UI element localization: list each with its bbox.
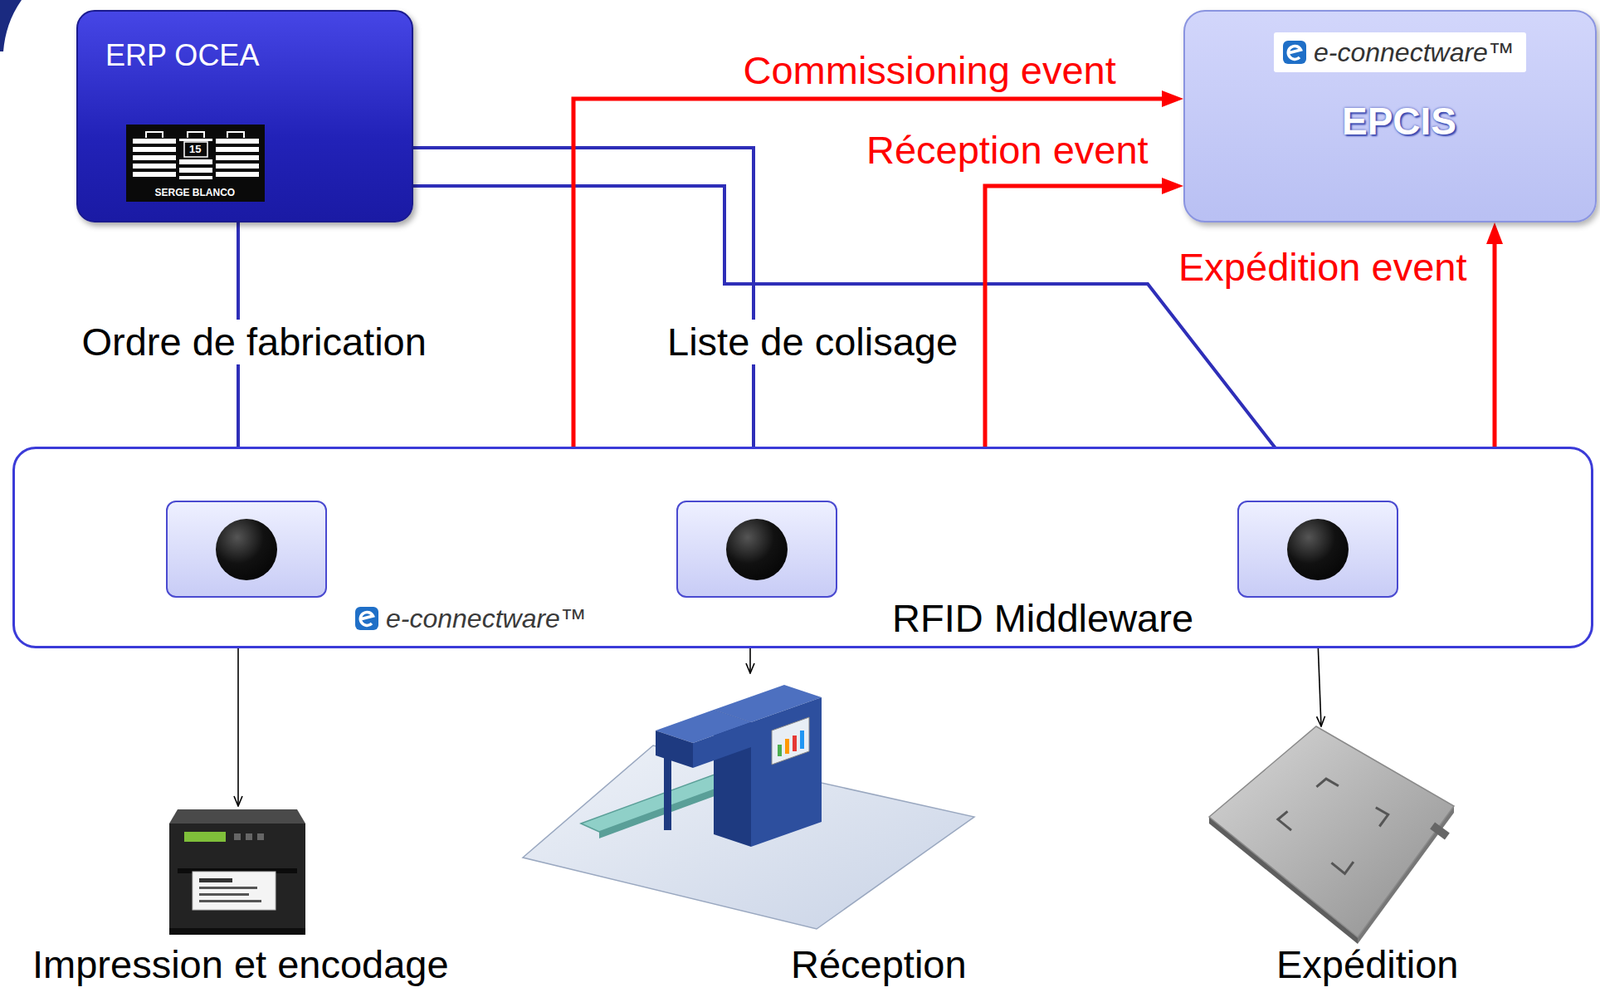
printer-illustration (184, 831, 226, 842)
shipping-reader-pad-illustration (1429, 821, 1450, 840)
brand-logo-text: e-connectware™ (385, 603, 587, 635)
shipping-reader-pad-illustration (1278, 810, 1292, 830)
brand-logo (146, 131, 163, 138)
edge-label: Ordre de fabrication (78, 319, 430, 365)
brand-logo (179, 167, 213, 173)
brand-logo (132, 171, 176, 177)
shipping-reader-pad-illustration (1209, 726, 1454, 937)
printer-illustration (169, 823, 306, 930)
brand-icon (354, 605, 380, 631)
reception-portal-illustration (771, 717, 810, 765)
device-caption: Expédition (1276, 942, 1459, 986)
brand-logo (179, 159, 213, 165)
brand-logo (215, 146, 259, 152)
brand-logo (132, 138, 176, 144)
erp-system-box: ERP OCEA 15SERGE BLANCO (76, 9, 414, 223)
edge-label: Réception event (863, 127, 1152, 173)
printer-illustration (169, 927, 306, 935)
edge-label: Expédition event (1175, 244, 1471, 290)
edge-label: Liste de colisage (663, 319, 961, 365)
brand-icon (1282, 39, 1308, 65)
reception-portal-illustration (655, 730, 693, 768)
brand-icon (1282, 40, 1307, 64)
reader-dot (215, 518, 278, 581)
reception-portal-illustration (800, 730, 805, 749)
reader-dot (1287, 518, 1349, 581)
device-caption: Impression et encodage (32, 942, 449, 986)
reader-box (676, 500, 838, 598)
layer-name: RFID Middleware (892, 595, 1194, 641)
brand-logo (132, 138, 259, 180)
reception-portal-illustration (785, 738, 790, 754)
printer-illustration (199, 886, 258, 889)
reader-dot (726, 518, 788, 581)
middleware-band: e-connectware™ RFID Middleware (12, 446, 1594, 649)
printer-illustration (199, 892, 249, 896)
brand-logo (132, 155, 176, 161)
brand-logo-text: e-connectware™ (1313, 37, 1515, 69)
epcis-box: e-connectware™ EPCIS (1183, 9, 1597, 223)
brand-logo (215, 171, 259, 177)
printer-illustration (257, 833, 264, 840)
reception-portal-illustration (522, 684, 975, 929)
brand-logo (215, 155, 259, 161)
device-caption: Réception (790, 942, 967, 986)
reception-portal-illustration (792, 735, 797, 752)
printer-illustration (245, 833, 253, 840)
brand-logo (215, 163, 259, 169)
brand-logo (215, 138, 259, 144)
brand-icon (1282, 39, 1308, 65)
logo-number: 15 (189, 143, 201, 156)
brand-icon (355, 606, 379, 630)
brand-logo (126, 124, 265, 202)
system-name: ERP OCEA (105, 38, 259, 73)
printer-illustration (199, 899, 262, 903)
data-flow-arrow (413, 185, 1306, 487)
data-flow-arrow (413, 147, 754, 483)
shipping-reader-pad-illustration (1331, 861, 1354, 874)
brand-logo: e-connectware™ (354, 603, 587, 635)
printer-illustration (192, 871, 276, 910)
reception-portal-illustration (777, 744, 782, 757)
brand-icon (354, 605, 380, 631)
reception-portal-illustration (692, 721, 752, 768)
logo-wordmark: SERGE BLANCO (155, 187, 236, 199)
brand-logo (132, 146, 176, 152)
brand-icon (360, 611, 373, 625)
printer-illustration (199, 878, 233, 883)
brand-logo (146, 131, 244, 138)
shipping-reader-pad-illustration (1375, 807, 1389, 827)
printer-illustration (169, 809, 306, 824)
brand-icon (1287, 45, 1301, 59)
brand-logo (179, 138, 213, 142)
brand-logo (187, 131, 205, 138)
printer-device: Impression et encodage (157, 805, 312, 939)
printer-illustration (234, 833, 241, 840)
reception-portal-illustration (751, 697, 822, 847)
brand-logo (184, 141, 208, 157)
reader-box (165, 500, 327, 598)
shipping-reader-pad-illustration (1316, 778, 1339, 787)
brand-logo (227, 131, 244, 138)
shipping-pad-device: Expédition (1204, 726, 1454, 939)
brand-logo (179, 175, 213, 180)
system-name: EPCIS (1341, 99, 1457, 144)
brand-logo: e-connectware™ (1273, 32, 1527, 74)
shipping-reader-pad-illustration (1209, 726, 1454, 944)
reader-box (1237, 500, 1399, 598)
brand-logo (132, 163, 176, 169)
reception-portal-device: Réception (520, 673, 975, 939)
corner-swoosh (0, 0, 22, 52)
edge-label: Commissioning event (740, 48, 1120, 93)
printer-illustration (169, 809, 306, 935)
